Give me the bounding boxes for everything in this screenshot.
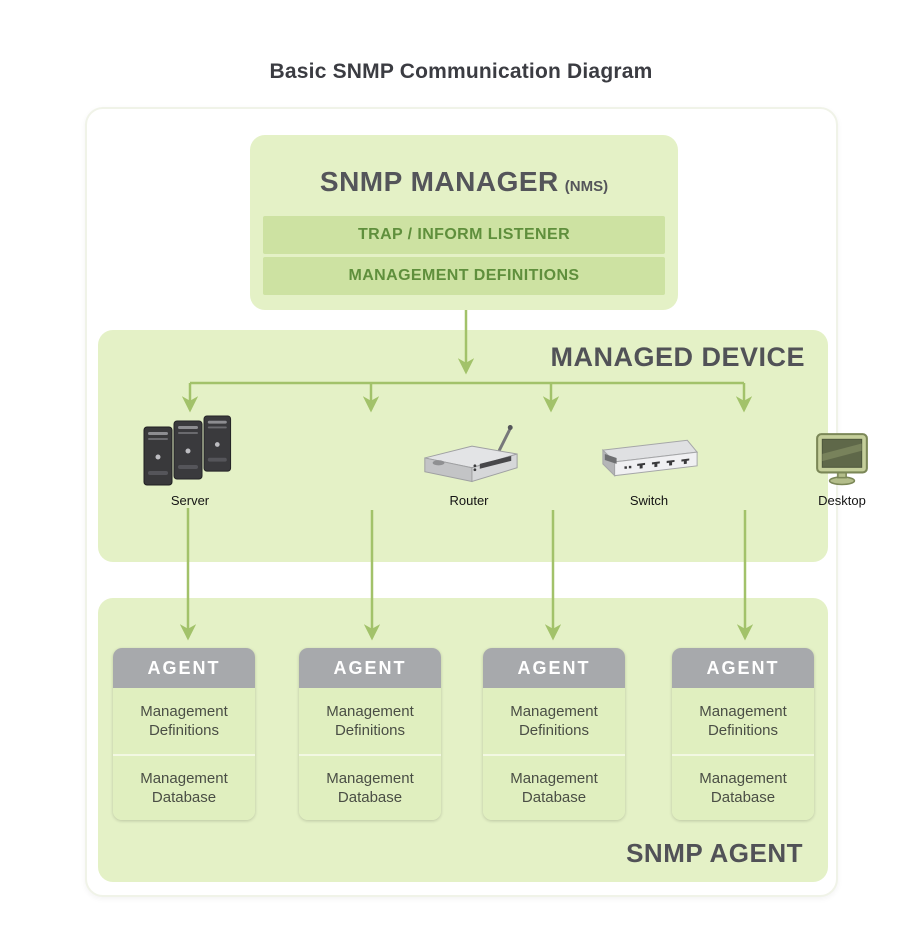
agent-card-switch: AGENT Management Definitions Management … (483, 648, 625, 820)
agent-management-database: Management Database (672, 754, 814, 820)
trap-inform-listener-row: TRAP / INFORM LISTENER (263, 216, 665, 254)
server-icon (142, 412, 238, 486)
agent-management-definitions: Management Definitions (672, 688, 814, 754)
agent-card-router: AGENT Management Definitions Management … (299, 648, 441, 820)
agent-management-database: Management Database (113, 754, 255, 820)
agent-management-database: Management Database (299, 754, 441, 820)
managed-device-panel: MANAGED DEVICE (98, 330, 868, 562)
agent-management-definitions: Management Definitions (483, 688, 625, 754)
management-definitions-row: MANAGEMENT DEFINITIONS (263, 257, 665, 295)
device-label-router: Router (449, 493, 489, 508)
router-icon (415, 412, 523, 486)
agent-card-header: AGENT (113, 648, 255, 688)
agent-management-definitions: Management Definitions (299, 688, 441, 754)
device-router: Router (409, 412, 529, 508)
snmp-agent-heading: SNMP AGENT (626, 838, 803, 868)
agent-card-desktop: AGENT Management Definitions Management … (672, 648, 814, 820)
device-label-switch: Switch (629, 493, 669, 508)
snmp-manager-subtitle: (NMS) (564, 178, 609, 195)
agent-card-header: AGENT (672, 648, 814, 688)
agent-card-server: AGENT Management Definitions Management … (113, 648, 255, 820)
agent-management-definitions: Management Definitions (113, 688, 255, 754)
device-label-server: Server (170, 493, 210, 508)
device-switch: Switch (589, 412, 709, 508)
agent-card-header: AGENT (483, 648, 625, 688)
snmp-manager-title-row: SNMP MANAGER (NMS) (250, 166, 678, 198)
snmp-manager-title: SNMP MANAGER (319, 166, 559, 197)
agent-card-header: AGENT (299, 648, 441, 688)
desktop-icon (813, 412, 871, 486)
snmp-manager-box: SNMP MANAGER (NMS) TRAP / INFORM LISTENER… (250, 135, 678, 310)
device-server: Server (130, 412, 250, 508)
device-desktop: Desktop (782, 412, 902, 508)
switch-icon (595, 412, 703, 486)
agent-management-database: Management Database (483, 754, 625, 820)
managed-device-heading: MANAGED DEVICE (550, 342, 805, 372)
page-title: Basic SNMP Communication Diagram (269, 60, 653, 83)
snmp-agent-panel: AGENT Management Definitions Management … (98, 598, 828, 882)
device-label-desktop: Desktop (818, 493, 866, 508)
snmp-manager-rows: TRAP / INFORM LISTENER MANAGEMENT DEFINI… (263, 216, 665, 298)
